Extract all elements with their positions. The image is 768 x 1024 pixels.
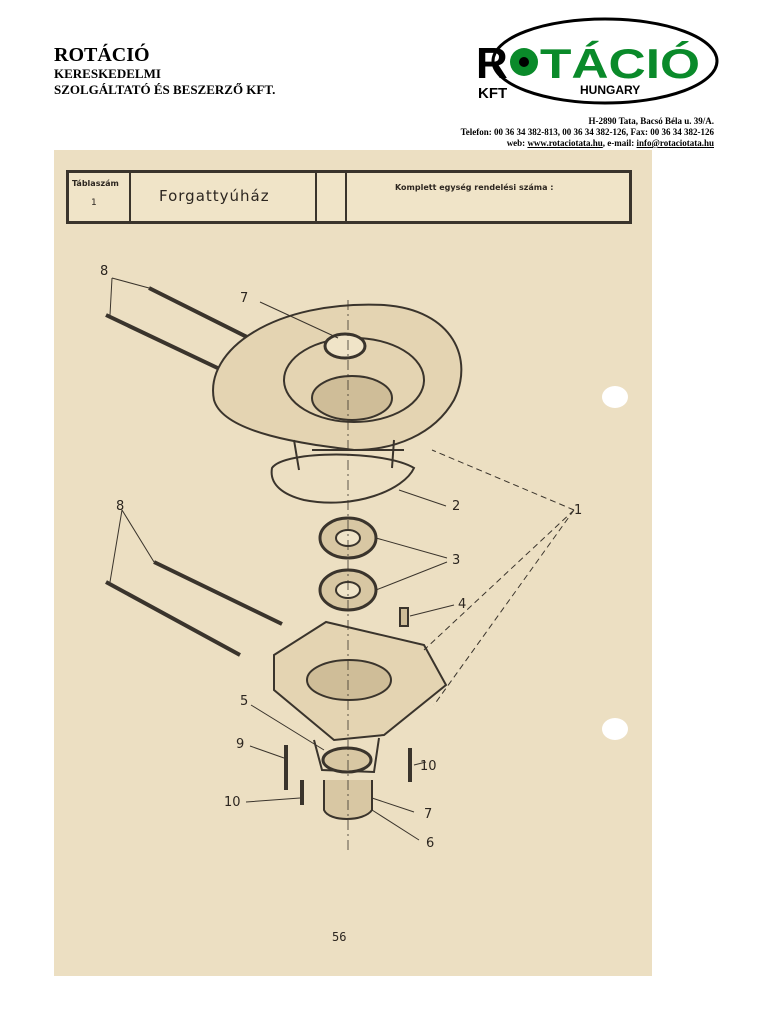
callout-5: 5 bbox=[240, 694, 248, 709]
web-label: web: bbox=[506, 138, 526, 148]
callout-10-left: 10 bbox=[224, 795, 241, 810]
address: H-2890 Tata, Bacsó Béla u. 39/A. bbox=[588, 116, 714, 126]
seal-ring bbox=[321, 746, 373, 774]
empty-cell bbox=[317, 173, 347, 221]
company-name: ROTÁCIÓ bbox=[54, 44, 150, 66]
stud-mid-2 bbox=[105, 580, 241, 657]
tablaszam-cell: Táblaszám 1 bbox=[69, 173, 131, 221]
punch-hole-bottom bbox=[602, 718, 628, 740]
scanned-page: Táblaszám 1 Forgattyúház Komplett egység… bbox=[54, 150, 652, 976]
tablaszam-value: 1 bbox=[91, 198, 97, 208]
stud-top-2 bbox=[105, 313, 227, 374]
company-line-1: KERESKEDELMI bbox=[54, 66, 161, 81]
page-number: 56 bbox=[332, 930, 347, 944]
callout-4: 4 bbox=[458, 597, 466, 612]
callout-7-top: 7 bbox=[240, 291, 248, 306]
table-title: Forgattyúház bbox=[159, 187, 270, 205]
header-table: Táblaszám 1 Forgattyúház Komplett egység… bbox=[66, 170, 632, 224]
order-label: Komplett egység rendelési száma : bbox=[395, 183, 554, 192]
callout-8-mid: 8 bbox=[116, 499, 124, 514]
contact-block: H-2890 Tata, Bacsó Béla u. 39/A. Telefon… bbox=[461, 116, 714, 149]
stud-mid-1 bbox=[153, 560, 283, 626]
email-link[interactable]: info@rotaciotata.hu bbox=[636, 138, 714, 148]
callout-10-right: 10 bbox=[420, 759, 437, 774]
company-line-2: SZOLGÁLTATÓ ÉS BESZERZŐ KFT. bbox=[54, 82, 276, 97]
svg-text:R: R bbox=[476, 39, 508, 88]
tablaszam-label: Táblaszám bbox=[72, 179, 119, 188]
title-cell: Forgattyúház bbox=[131, 173, 317, 221]
callout-6: 6 bbox=[426, 836, 434, 851]
company-block: ROTÁCIÓ KERESKEDELMI SZOLGÁLTATÓ ÉS BESZ… bbox=[54, 44, 275, 98]
rotacio-logo: R TÁCIÓ KFT HUNGARY bbox=[476, 17, 719, 105]
web-line: web: www.rotaciotata.hu, e-mail: info@ro… bbox=[461, 138, 714, 149]
web-link[interactable]: www.rotaciotata.hu bbox=[527, 138, 603, 148]
bushing bbox=[323, 780, 373, 820]
callout-3: 3 bbox=[452, 553, 460, 568]
gasket bbox=[270, 453, 416, 504]
callout-1: 1 bbox=[574, 503, 582, 518]
exploded-view-drawing: 8 7 2 1 3 8 4 5 9 10 10 7 6 bbox=[100, 264, 582, 851]
email-label: , e-mail: bbox=[602, 138, 635, 148]
logo-hungary: HUNGARY bbox=[580, 83, 640, 97]
callout-7-bottom: 7 bbox=[424, 807, 432, 822]
callout-9: 9 bbox=[236, 737, 244, 752]
punch-hole-top bbox=[602, 386, 628, 408]
logo-main-text: TÁCIÓ bbox=[540, 39, 700, 87]
dowel-pin bbox=[399, 607, 409, 627]
phones: Telefon: 00 36 34 382-813, 00 36 34 382-… bbox=[460, 127, 714, 137]
order-cell: Komplett egység rendelési száma : bbox=[347, 173, 629, 221]
callout-2: 2 bbox=[452, 499, 460, 514]
logo-kft: KFT bbox=[478, 85, 507, 102]
callout-8-top: 8 bbox=[100, 264, 108, 279]
